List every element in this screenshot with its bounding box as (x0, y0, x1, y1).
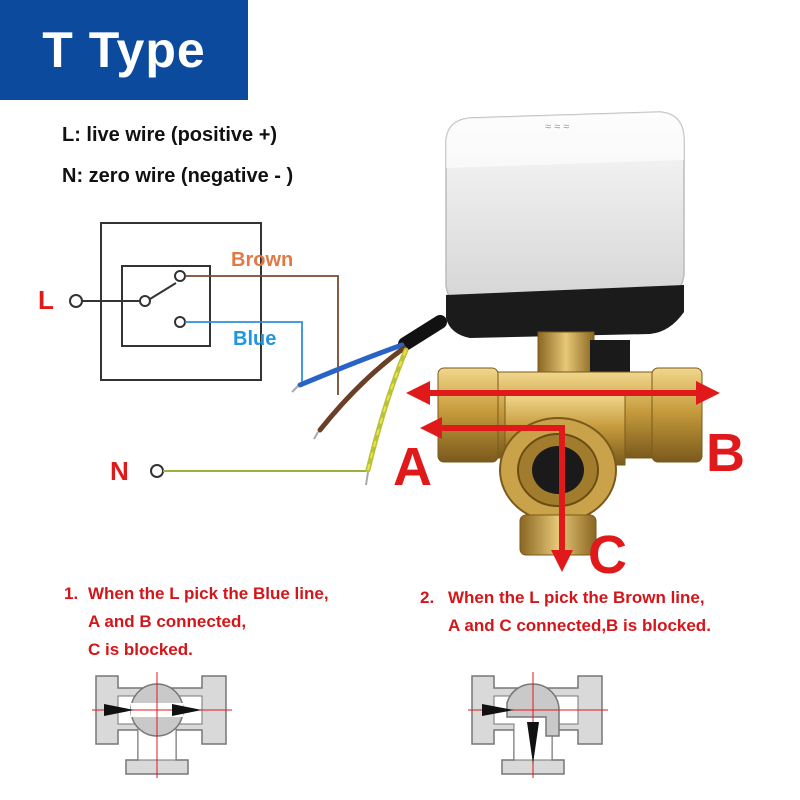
flow-arrow-icon (172, 704, 202, 716)
section-diagram-1 (92, 672, 232, 778)
arrow-head-c-icon (551, 550, 573, 572)
note-1: 1. When the L pick the Blue line, A and B… (64, 580, 329, 664)
note-1-line-2: A and B connected, (88, 612, 247, 631)
switch-lever (149, 282, 177, 300)
l-terminal-icon (69, 294, 83, 308)
actuator-head: ≈ ≈ ≈ (445, 111, 685, 338)
blue-wire-label: Blue (233, 328, 277, 350)
note-2-line-2: A and C connected,B is blocked. (448, 616, 711, 635)
valve-body (437, 331, 703, 556)
page-title: T Type (42, 22, 206, 78)
port-b-label: B (706, 423, 745, 483)
arrow-head-right-icon (696, 381, 720, 405)
legend-live-wire: L: live wire (positive +) (62, 124, 278, 146)
port-a-label: A (393, 437, 432, 497)
arrow-head-a-icon (420, 417, 442, 439)
n-terminal-label: N (110, 456, 129, 486)
note-2: 2. When the L pick the Brown line, A and … (420, 584, 711, 640)
contact-brown-icon (174, 270, 186, 282)
actuator-embossed-mark: ≈ ≈ ≈ (545, 121, 569, 133)
port-c-label: C (588, 525, 627, 585)
flow-arrow-icon (527, 722, 539, 764)
switch-schematic (69, 222, 366, 478)
note-1-line-1: When the L pick the Blue line, (88, 584, 329, 603)
note-2-number: 2. (420, 588, 435, 607)
legend-zero-wire: N: zero wire (negative - ) (62, 165, 294, 187)
note-1-line-3: C is blocked. (88, 640, 193, 659)
title-banner: T Type (0, 0, 248, 100)
arrow-head-left-icon (406, 381, 430, 405)
arrow-a-c-line (436, 425, 565, 555)
brown-wire-label: Brown (231, 249, 294, 271)
cable-bundle (291, 315, 447, 486)
flow-arrows (406, 381, 720, 572)
note-1-number: 1. (64, 584, 79, 603)
contact-blue-icon (174, 316, 186, 328)
flow-arrow-icon (482, 704, 514, 716)
switch-inner-box (121, 265, 211, 347)
note-2-line-1: When the L pick the Brown line, (448, 588, 705, 607)
l-terminal-label: L (38, 285, 54, 315)
blue-wire-line (185, 321, 303, 385)
flow-arrow-icon (104, 704, 134, 716)
brown-wire-line (185, 275, 339, 395)
switch-pivot-icon (139, 295, 151, 307)
section-diagram-2 (468, 672, 608, 778)
n-terminal-icon (150, 464, 164, 478)
